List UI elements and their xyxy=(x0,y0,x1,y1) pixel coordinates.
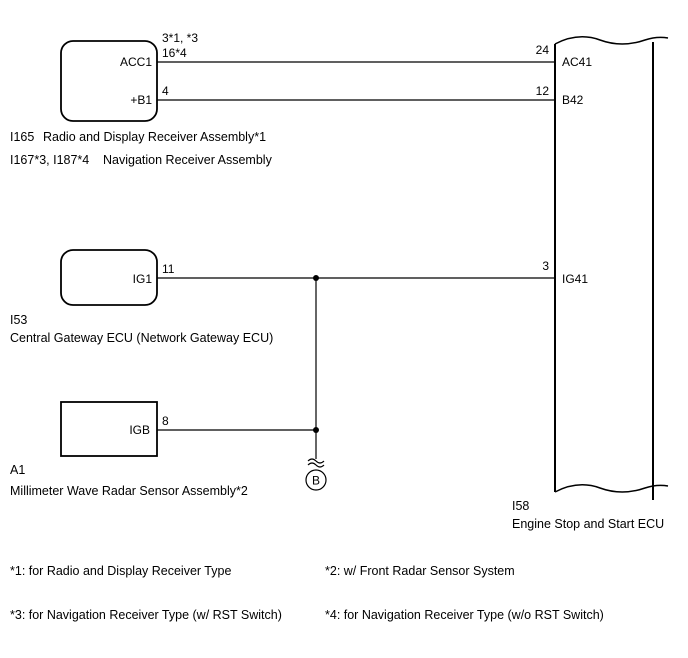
radio-receiver-box xyxy=(60,40,158,122)
b-wire-pin-right: 12 xyxy=(536,84,550,98)
ecu-name: Engine Stop and Start ECU xyxy=(512,517,664,531)
connector-ref-label: B xyxy=(312,474,320,488)
igb-wire-pin-left: 8 xyxy=(162,414,169,428)
note-3: *3: for Navigation Receiver Type (w/ RST… xyxy=(10,608,282,622)
ecu-pin-ac41: AC41 xyxy=(562,55,592,69)
connector-ref-circle xyxy=(305,469,327,491)
note-2: *2: w/ Front Radar Sensor System xyxy=(325,564,515,578)
ig-wire-pin-right: 3 xyxy=(542,259,549,273)
wire-break-symbol-2 xyxy=(307,462,325,468)
acc-wire-pin-bottom: 16*4 xyxy=(162,46,187,60)
ig-wire-pin-left: 11 xyxy=(162,262,175,276)
radar-pin-igb: IGB xyxy=(129,423,150,437)
b-wire-pin-left: 4 xyxy=(162,84,169,98)
radar-name: Millimeter Wave Radar Sensor Assembly*2 xyxy=(10,484,248,498)
note-1: *1: for Radio and Display Receiver Type xyxy=(10,564,231,578)
ecu-body xyxy=(554,36,669,500)
gateway-pin-ig1: IG1 xyxy=(133,272,153,286)
radio-pin-b1: +B1 xyxy=(130,93,152,107)
wire-break-symbol xyxy=(307,458,325,464)
junction-dot xyxy=(313,275,319,281)
acc-wire-pin-right: 24 xyxy=(536,43,550,57)
radar-code: A1 xyxy=(10,463,25,477)
radio-name-1: Radio and Display Receiver Assembly*1 xyxy=(43,130,266,144)
ecu-pin-ig41: IG41 xyxy=(562,272,588,286)
radar-sensor-box xyxy=(60,401,158,457)
note-4: *4: for Navigation Receiver Type (w/o RS… xyxy=(325,608,604,622)
radio-pin-acc1: ACC1 xyxy=(120,55,152,69)
gateway-code: I53 xyxy=(10,313,27,327)
acc-wire-pin-top: 3*1, *3 xyxy=(162,31,198,45)
radio-code-1: I165 xyxy=(10,130,34,144)
ecu-code: I58 xyxy=(512,499,529,513)
radio-code-2: I167*3, I187*4 xyxy=(10,153,89,167)
radio-name-2: Navigation Receiver Assembly xyxy=(103,153,273,167)
junction-dot-lower xyxy=(313,427,319,433)
ecu-pin-b42: B42 xyxy=(562,93,584,107)
gateway-name: Central Gateway ECU (Network Gateway ECU… xyxy=(10,331,273,345)
